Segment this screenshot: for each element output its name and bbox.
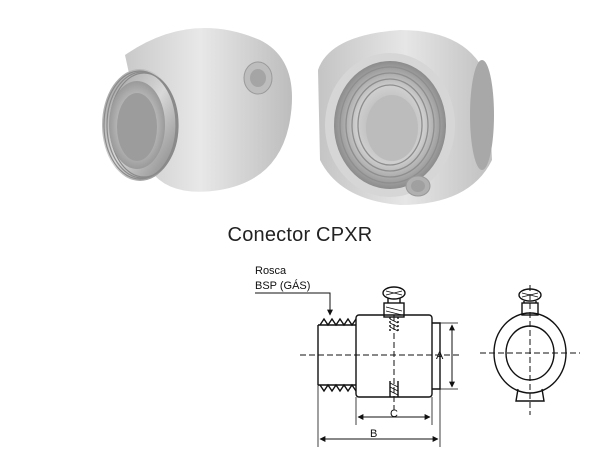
front-centerlines <box>480 285 580 415</box>
technical-drawing: Rosca BSP (GÁS) A <box>255 265 580 447</box>
dimension-a-label: A <box>436 350 444 362</box>
rosca-leader <box>255 292 333 316</box>
connector-photo-left <box>102 27 292 192</box>
product-photo <box>102 27 494 205</box>
side-view <box>317 286 441 398</box>
dimension-b-label: B <box>370 428 377 440</box>
dimension-b: B <box>317 385 441 447</box>
side-centerlines <box>300 315 460 410</box>
dimension-c: C <box>355 397 433 425</box>
rosca-label-line2: BSP (GÁS) <box>255 279 310 292</box>
product-caption: Conector CPXR <box>227 224 373 246</box>
rosca-label-line1: Rosca <box>255 265 287 277</box>
connector-photo-right <box>318 30 494 205</box>
dimension-a: A <box>436 322 458 390</box>
dimension-c-label: C <box>390 408 398 420</box>
